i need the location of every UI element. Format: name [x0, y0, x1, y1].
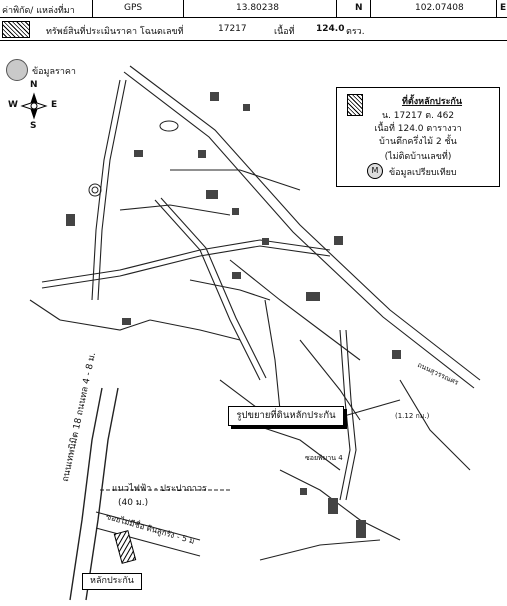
infobox-title: ที่ตั้งหลักประกัน — [401, 97, 463, 107]
compass-s: S — [30, 121, 37, 131]
east-letter: E — [500, 3, 507, 13]
coord-label: ค่าพิกัด/ แหล่งที่มา — [2, 6, 75, 16]
location-map — [20, 65, 481, 601]
road-name-label: แนวไฟฟ้า - ประปาถาวร — [112, 484, 207, 494]
price-data-legend-icon — [6, 59, 28, 81]
infobox-compare: ข้อมูลเปรียบเทียบ — [389, 168, 457, 178]
distance-label: (1.12 กม.) — [395, 412, 430, 420]
area-value: 124.0 — [316, 24, 345, 34]
collateral-parcel — [113, 530, 137, 564]
compass-n: N — [30, 80, 38, 90]
deed-row: ทรัพย์สินที่ประเมินราคา โฉนดเลขที่ 17217… — [0, 18, 507, 41]
coord-source: GPS — [124, 3, 143, 13]
infobox-building: บ้านตึกครึ่งไม้ 2 ชั้น — [379, 137, 457, 147]
inset-callout: รูปขยายที่ดินหลักประกัน — [228, 406, 344, 426]
east-value: 102.07408 — [415, 3, 464, 13]
infobox-area: เนื้อที่ 124.0 ตารางวา — [374, 124, 462, 134]
north-letter: N — [355, 3, 363, 13]
collateral-hatch-swatch — [2, 21, 30, 38]
price-data-legend-label: ข้อมูลราคา — [32, 67, 76, 77]
road-label-2: ซอยพิมาน 4 — [305, 454, 343, 462]
deed-number: 17217 — [218, 24, 247, 34]
compass-w: W — [8, 100, 18, 110]
collateral-label: หลักประกัน — [82, 573, 142, 590]
north-value: 13.80238 — [236, 3, 279, 13]
area-label: เนื้อที่ — [274, 27, 295, 37]
road-width-label: (40 ม.) — [118, 498, 149, 508]
compass-rose — [20, 92, 48, 120]
coordinate-row: ค่าพิกัด/ แหล่งที่มา GPS 13.80238 N 102.… — [0, 0, 507, 18]
area-unit: ตรว. — [346, 27, 365, 37]
comparison-marker-icon: M — [367, 163, 383, 179]
compass-e: E — [51, 100, 58, 110]
infobox-no-number: (ไม่ติดบ้านเลขที่) — [384, 152, 452, 162]
deed-label: ทรัพย์สินที่ประเมินราคา โฉนดเลขที่ — [46, 27, 184, 37]
collateral-info-box: ที่ตั้งหลักประกัน น. 17217 ต. 462 เนื้อท… — [336, 87, 500, 187]
collateral-hatch-icon — [347, 94, 363, 116]
infobox-deed: น. 17217 ต. 462 — [381, 111, 455, 121]
